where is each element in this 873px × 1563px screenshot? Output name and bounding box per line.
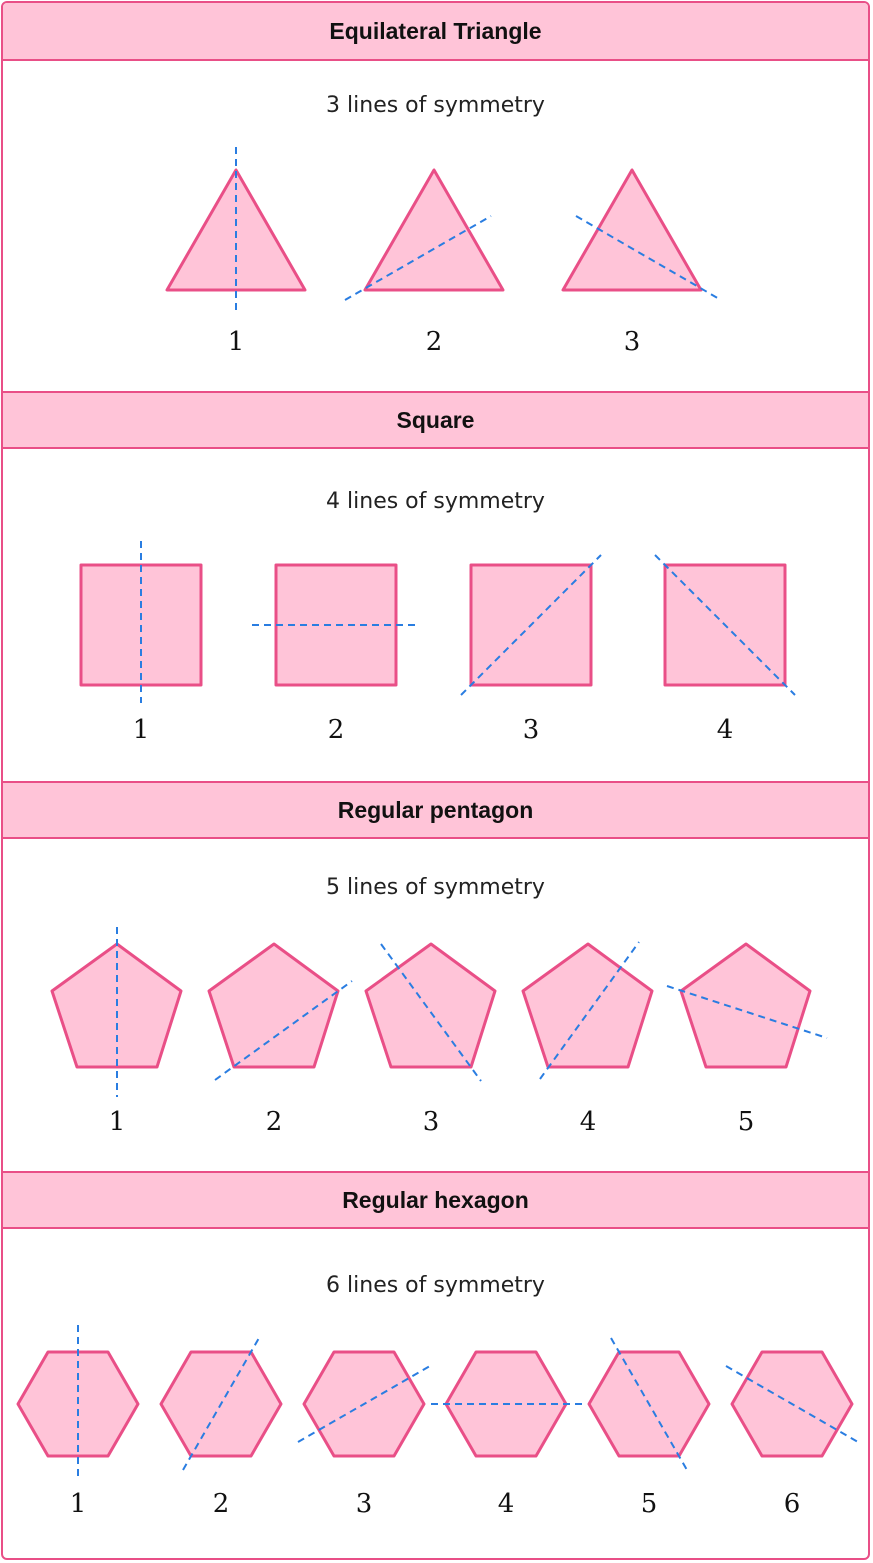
pentagon-figure-4: 4 xyxy=(521,941,654,1137)
figure-number: 2 xyxy=(328,715,345,745)
regular-pentagon xyxy=(679,942,812,1069)
square-figure-3: 3 xyxy=(460,554,602,745)
shapes-canvas: 1 2 3 1 2 3 4 xyxy=(16,147,859,1519)
figure-number: 3 xyxy=(423,1107,440,1137)
figure-number: 1 xyxy=(133,715,150,745)
figure-number: 2 xyxy=(426,327,443,357)
pentagon-figure-3: 3 xyxy=(364,942,497,1137)
section-header-square: Square xyxy=(3,391,868,449)
symmetry-line xyxy=(539,941,640,1080)
symmetry-line xyxy=(380,943,482,1082)
symmetry-line xyxy=(182,1337,260,1471)
triangle-figure-1: 1 xyxy=(165,147,307,357)
figure-number: 4 xyxy=(498,1489,515,1519)
regular-pentagon xyxy=(364,942,497,1069)
symmetry-line xyxy=(214,980,353,1081)
regular-pentagon xyxy=(207,942,340,1069)
section-header-triangle: Equilateral Triangle xyxy=(3,3,868,61)
section-header-hexagon: Regular hexagon xyxy=(3,1171,868,1229)
hexagon-figure-6: 6 xyxy=(725,1350,859,1519)
section-subtitle-square: 4 lines of symmetry xyxy=(326,489,545,514)
figure-number: 5 xyxy=(641,1489,658,1519)
square-figure-2: 2 xyxy=(252,563,419,745)
symmetry-line xyxy=(344,215,492,301)
section-subtitle-pentagon: 5 lines of symmetry xyxy=(326,875,545,900)
section-subtitle-hexagon: 6 lines of symmetry xyxy=(326,1273,545,1298)
hexagon-figure-2: 2 xyxy=(159,1337,283,1519)
symmetry-line xyxy=(460,554,602,696)
pentagon-figure-2: 2 xyxy=(207,942,353,1137)
section-title: Equilateral Triangle xyxy=(329,17,542,44)
symmetry-line xyxy=(725,1365,859,1443)
symmetry-line xyxy=(297,1365,431,1443)
section-subtitle-triangle: 3 lines of symmetry xyxy=(326,93,545,118)
figure-number: 3 xyxy=(356,1489,373,1519)
hexagon-figure-5: 5 xyxy=(587,1337,711,1519)
pentagon-figure-5: 5 xyxy=(666,942,828,1137)
section-title: Regular pentagon xyxy=(337,796,534,823)
hexagon-figure-4: 4 xyxy=(431,1350,583,1519)
equilateral-triangle xyxy=(165,168,307,292)
pentagon-figure-1: 1 xyxy=(50,927,183,1137)
figure-number: 3 xyxy=(523,715,540,745)
figure-number: 4 xyxy=(717,715,734,745)
triangle-figure-3: 3 xyxy=(561,168,722,357)
triangle-figure-2: 2 xyxy=(344,168,505,357)
symmetry-line xyxy=(654,554,796,696)
equilateral-triangle xyxy=(363,168,505,292)
figure-number: 2 xyxy=(266,1107,283,1137)
symmetry-line xyxy=(666,985,828,1039)
figure-number: 1 xyxy=(109,1107,126,1137)
symmetry-line xyxy=(575,215,722,301)
figure-number: 1 xyxy=(228,327,245,357)
section-header-pentagon: Regular pentagon xyxy=(3,781,868,839)
square-figure-4: 4 xyxy=(654,554,796,745)
square-figure-1: 1 xyxy=(79,541,203,745)
figure-number: 5 xyxy=(738,1107,755,1137)
section-title: Square xyxy=(396,406,475,433)
hexagon-figure-1: 1 xyxy=(16,1325,140,1519)
figure-number: 3 xyxy=(624,327,641,357)
equilateral-triangle xyxy=(561,168,703,292)
section-title: Regular hexagon xyxy=(342,1186,529,1213)
figure-number: 4 xyxy=(580,1107,597,1137)
figure-number: 6 xyxy=(784,1489,801,1519)
hexagon-figure-3: 3 xyxy=(297,1350,431,1519)
figure-number: 1 xyxy=(70,1489,87,1519)
symmetry-line xyxy=(610,1337,688,1471)
regular-pentagon xyxy=(521,942,654,1069)
figure-number: 2 xyxy=(213,1489,230,1519)
